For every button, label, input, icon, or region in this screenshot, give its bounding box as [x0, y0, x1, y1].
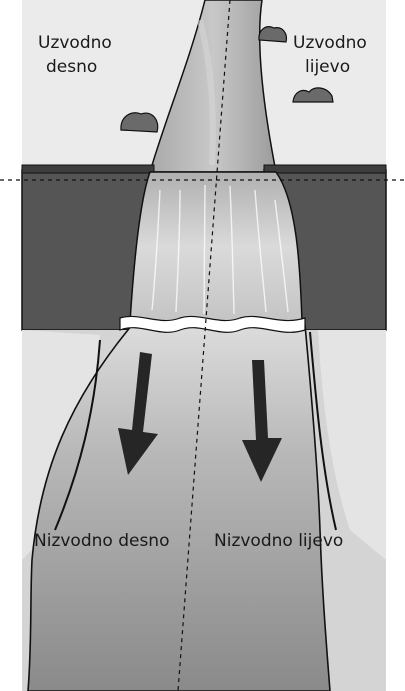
left-cliff-top [22, 165, 154, 173]
rock-top-right [259, 27, 287, 42]
right-cliff-top [264, 165, 386, 173]
label-downstream-left: Nizvodno lijevo [214, 531, 343, 551]
label-downstream-right: Nizvodno desno [34, 531, 169, 551]
waterfall [130, 172, 302, 322]
rock-middle-left [121, 113, 158, 132]
label-upstream-right-line2: desno [46, 57, 97, 77]
label-upstream-left-line2: lijevo [305, 57, 350, 77]
label-upstream-right-line1: Uzvodno [38, 33, 112, 53]
label-upstream-left-line1: Uzvodno [293, 33, 367, 53]
